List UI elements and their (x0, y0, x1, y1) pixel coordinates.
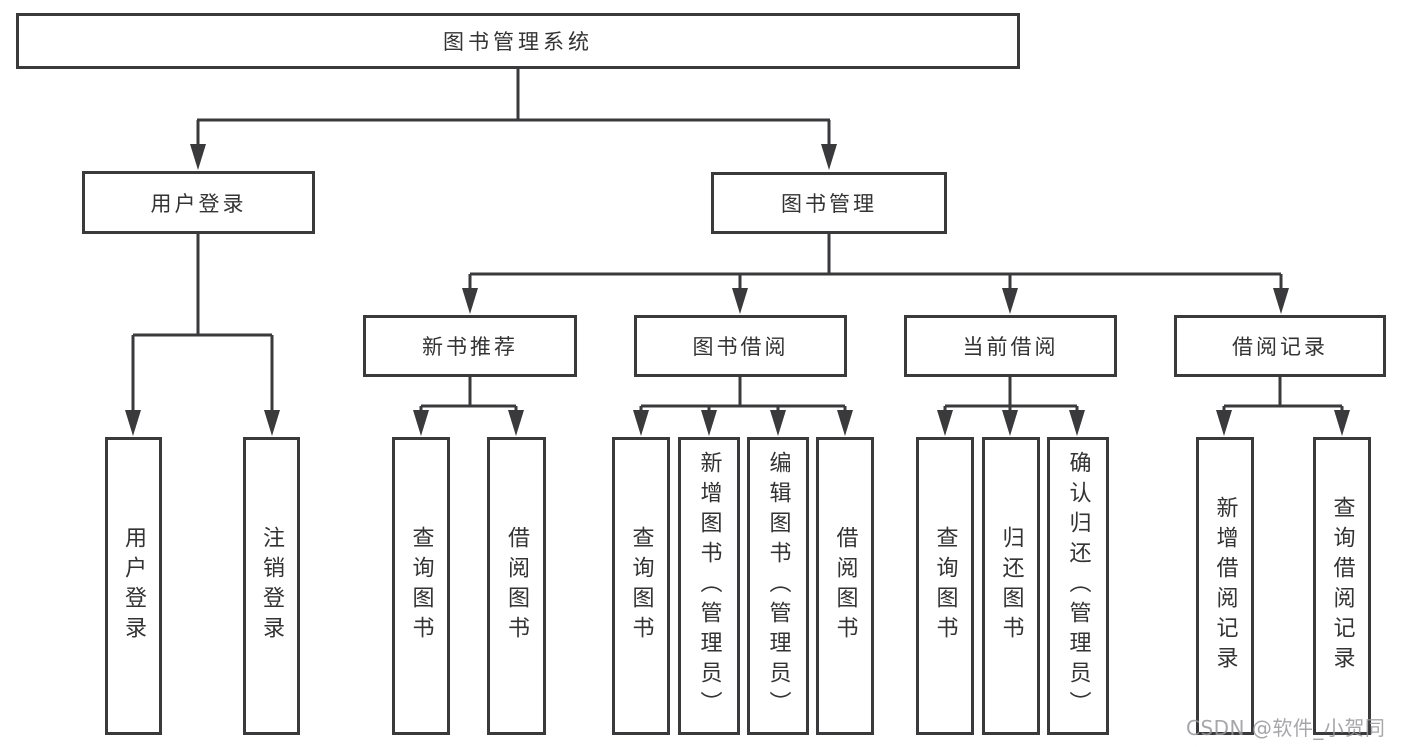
watermark: CSDN @软件_小贺同学 (1186, 716, 1386, 747)
leaf-edit-books-admin: 编辑图书（管理员） (747, 437, 809, 735)
node-library-system: 图书管理系统 (16, 13, 1020, 69)
leaf-logout-login: 注销登录 (243, 437, 300, 735)
leaf-borrow-books-2: 借阅图书 (816, 437, 874, 735)
node-borrowing-records: 借阅记录 (1174, 315, 1386, 377)
leaf-query-books-2-label: 查询图书 (628, 526, 654, 646)
node-book-management: 图书管理 (711, 172, 947, 234)
leaf-query-books-2: 查询图书 (612, 437, 670, 735)
leaf-user-login-label: 用户登录 (121, 526, 147, 646)
leaf-return-books-label: 归还图书 (998, 526, 1024, 646)
leaf-query-books-3: 查询图书 (916, 437, 974, 735)
leaf-add-books-admin: 新增图书（管理员） (678, 437, 740, 735)
leaf-query-borrow-record-label: 查询借阅记录 (1329, 496, 1355, 676)
leaf-return-books: 归还图书 (982, 437, 1040, 735)
leaf-user-login: 用户登录 (105, 437, 162, 735)
leaf-borrow-books-1-label: 借阅图书 (504, 526, 530, 646)
node-current-borrowing: 当前借阅 (904, 315, 1117, 377)
leaf-add-borrow-record-label: 新增借阅记录 (1212, 496, 1238, 676)
leaf-query-books-3-label: 查询图书 (932, 526, 958, 646)
leaf-edit-books-admin-label: 编辑图书（管理员） (765, 451, 791, 721)
leaf-query-books-1: 查询图书 (392, 437, 450, 735)
node-new-book-recommend: 新书推荐 (363, 315, 577, 377)
leaf-confirm-return-admin: 确认归还（管理员） (1047, 437, 1109, 735)
leaf-query-books-1-label: 查询图书 (408, 526, 434, 646)
leaf-borrow-books-2-label: 借阅图书 (832, 526, 858, 646)
leaf-query-borrow-record: 查询借阅记录 (1313, 437, 1371, 735)
leaf-logout-login-label: 注销登录 (259, 526, 285, 646)
leaf-add-books-admin-label: 新增图书（管理员） (696, 451, 722, 721)
node-book-borrowing: 图书借阅 (634, 315, 847, 377)
leaf-confirm-return-admin-label: 确认归还（管理员） (1065, 451, 1091, 721)
leaf-borrow-books-1: 借阅图书 (487, 437, 546, 735)
node-user-login: 用户登录 (82, 171, 315, 234)
leaf-add-borrow-record: 新增借阅记录 (1196, 437, 1254, 735)
